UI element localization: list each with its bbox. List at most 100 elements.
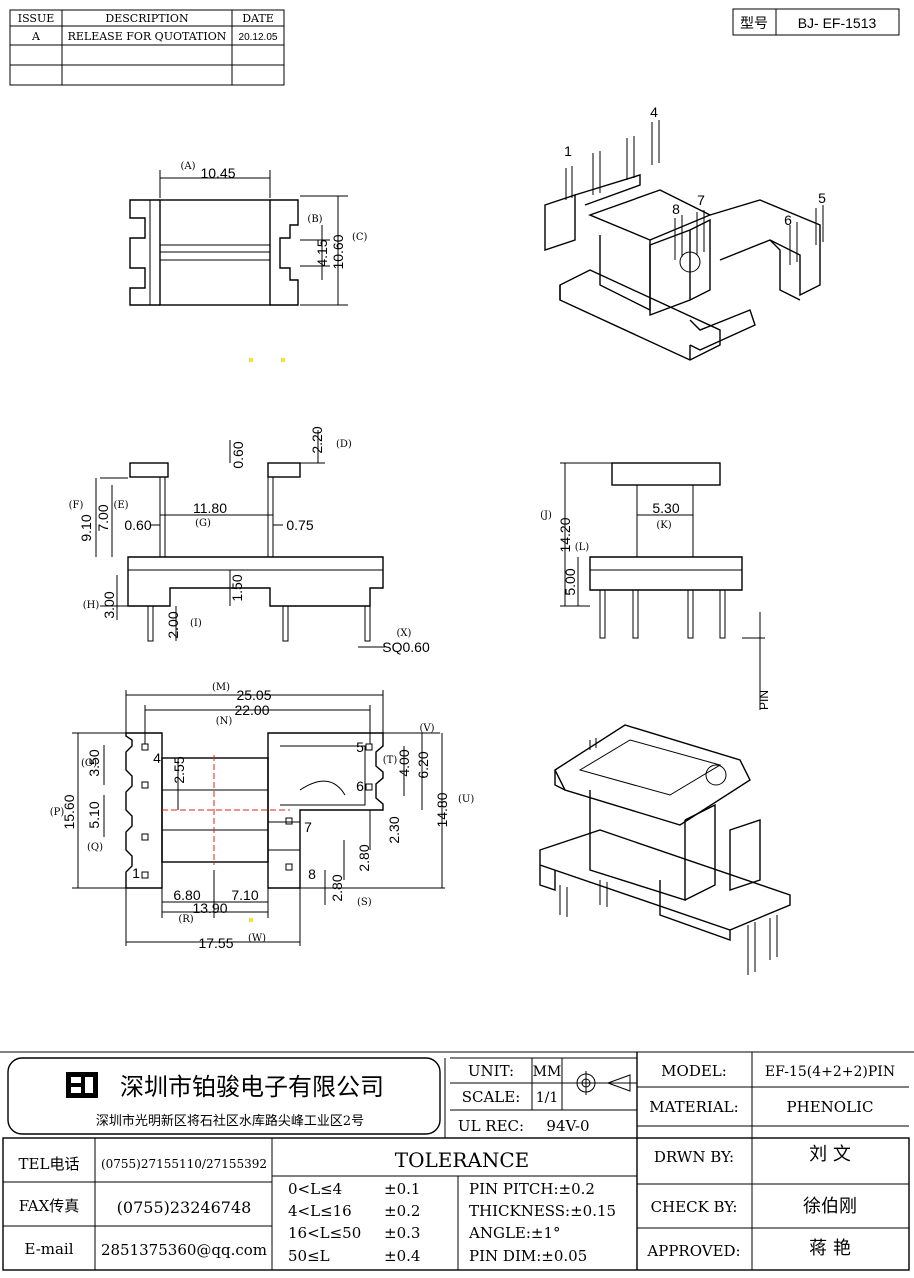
side-dim-14.20: 14.20 bbox=[557, 517, 573, 552]
bottom-dim-2.55: 2.55 bbox=[171, 756, 187, 783]
check-value: 徐伯刚 bbox=[803, 1196, 857, 1217]
front-dim-2.20: 2.20 bbox=[309, 426, 325, 453]
top-dim-a: 10.45 bbox=[200, 165, 235, 181]
side-tag-j: (J) bbox=[540, 510, 552, 521]
tol-range-4: 50≤L bbox=[288, 1247, 330, 1265]
top-view: 10.45 (A) 4.15 (B) 10.60 (C) bbox=[129, 161, 368, 362]
bottom-tag-t: (T) bbox=[383, 755, 398, 766]
rev-cell-date: 20.12.05 bbox=[239, 32, 278, 43]
bottom-tag-r: (R) bbox=[178, 914, 193, 925]
projection-symbol-icon bbox=[574, 1071, 636, 1095]
ul-value: 94V-0 bbox=[546, 1117, 589, 1135]
pin-pitch: PIN PITCH:±0.2 bbox=[469, 1180, 595, 1198]
bottom-dim-3.50: 3.50 bbox=[86, 749, 102, 776]
iso-pin-6: 6 bbox=[784, 212, 792, 228]
rev-header-description: DESCRIPTION bbox=[105, 12, 189, 25]
company-logo-icon bbox=[66, 1072, 98, 1098]
tol-range-1: 0<L≤4 bbox=[288, 1180, 342, 1198]
model-label: MODEL: bbox=[661, 1062, 727, 1080]
title-block: 深圳市铂骏电子有限公司 深圳市光明新区将石社区水库路尖峰工业区2号 UNIT: … bbox=[2, 1052, 910, 1271]
scale-label: SCALE: bbox=[462, 1088, 521, 1106]
tol-value-2: ±0.2 bbox=[384, 1202, 420, 1220]
bottom-pin-4: 4 bbox=[153, 750, 161, 766]
material-value: PHENOLIC bbox=[787, 1098, 874, 1116]
iso-pin-5: 5 bbox=[818, 190, 826, 206]
bottom-tag-n: (N) bbox=[216, 716, 233, 727]
unit-value: MM bbox=[533, 1064, 562, 1080]
isometric-view-top: 1 4 8 7 5 6 bbox=[544, 104, 826, 361]
bottom-view: 4 5 6 7 1 8 25.05 (M) 22.00 (N) 15.60 (P… bbox=[50, 682, 475, 951]
rev-cell-description: RELEASE FOR QUOTATION bbox=[68, 30, 227, 43]
bottom-dim-7.10: 7.10 bbox=[231, 887, 258, 903]
tel-value: (0755)27155110/27155392 bbox=[101, 1157, 267, 1171]
bottom-tag-o: (O) bbox=[81, 758, 97, 769]
front-dim-0.75: 0.75 bbox=[286, 517, 313, 533]
ul-label: UL REC: bbox=[458, 1117, 524, 1135]
front-tag-d: (D) bbox=[336, 439, 352, 450]
angle: ANGLE:±1° bbox=[468, 1224, 561, 1242]
front-tag-x: (X) bbox=[397, 628, 412, 639]
check-label: CHECK BY: bbox=[651, 1198, 738, 1216]
tol-value-1: ±0.1 bbox=[384, 1180, 420, 1198]
bottom-dim-2.30: 2.30 bbox=[386, 816, 402, 843]
isometric-view-bottom bbox=[539, 724, 791, 975]
bottom-pin-7: 7 bbox=[304, 819, 312, 835]
revision-table: ISSUE DESCRIPTION DATE A RELEASE FOR QUO… bbox=[9, 9, 285, 86]
company-address: 深圳市光明新区将石社区水库路尖峰工业区2号 bbox=[96, 1113, 364, 1129]
front-tag-i: (I) bbox=[190, 618, 202, 629]
tol-value-3: ±0.3 bbox=[384, 1224, 420, 1242]
approved-label: APPROVED: bbox=[646, 1242, 740, 1260]
side-view: 14.20 (J) 5.30 (K) 5.00 (L) PIN bbox=[540, 462, 771, 710]
fax-label: FAX传真 bbox=[19, 1197, 80, 1215]
side-pin-note: PIN bbox=[757, 690, 771, 710]
email-value: 2851375360@qq.com bbox=[101, 1241, 267, 1259]
bottom-tag-m: (M) bbox=[212, 682, 230, 693]
iso-pin-8: 8 bbox=[672, 201, 680, 217]
tol-range-3: 16<L≤50 bbox=[288, 1224, 361, 1242]
front-dim-2.00: 2.00 bbox=[165, 611, 181, 638]
front-tag-f: (F) bbox=[69, 500, 84, 511]
front-dim-3.00: 3.00 bbox=[101, 591, 117, 618]
bottom-tag-w: (W) bbox=[248, 933, 266, 944]
drawn-label: DRWN BY: bbox=[654, 1148, 734, 1166]
material-label: MATERIAL: bbox=[649, 1098, 738, 1116]
unit-label: UNIT: bbox=[468, 1062, 514, 1080]
scale-value: 1/1 bbox=[536, 1090, 559, 1106]
bottom-pin-8: 8 bbox=[308, 866, 316, 882]
pin-dim: PIN DIM:±0.05 bbox=[469, 1247, 587, 1265]
top-dim-b: 4.15 bbox=[314, 239, 330, 266]
top-tag-b: (B) bbox=[307, 214, 322, 225]
front-dim-9.10: 9.10 bbox=[78, 514, 94, 541]
front-dim-7.00: 7.00 bbox=[95, 504, 111, 531]
bottom-dim-6.20: 6.20 bbox=[415, 751, 431, 778]
bottom-dim-15.60: 15.60 bbox=[61, 794, 77, 829]
front-view: 9.10 (F) 7.00 (E) 11.80 (G) 0.60 0.75 0.… bbox=[69, 426, 430, 655]
front-dim-sq: SQ0.60 bbox=[382, 639, 430, 655]
top-tag-a: (A) bbox=[180, 161, 195, 172]
top-tag-c: (C) bbox=[352, 232, 368, 243]
side-tag-l: (L) bbox=[575, 542, 590, 553]
front-dim-11.80: 11.80 bbox=[193, 500, 227, 516]
bottom-dim-2.80: 2.80 bbox=[356, 844, 372, 871]
rev-header-date: DATE bbox=[242, 12, 274, 25]
bottom-pin-1: 1 bbox=[132, 865, 140, 881]
approved-value: 蒋 艳 bbox=[809, 1238, 851, 1259]
model-code-label: 型号 bbox=[740, 16, 768, 32]
rev-cell-issue: A bbox=[31, 30, 41, 43]
rev-header-issue: ISSUE bbox=[18, 12, 55, 25]
side-dim-5.00: 5.00 bbox=[562, 568, 578, 595]
front-dim-1.50: 1.50 bbox=[229, 574, 245, 601]
top-dim-c: 10.60 bbox=[330, 234, 346, 269]
tol-value-4: ±0.4 bbox=[384, 1247, 420, 1265]
bottom-dim-13.90: 13.90 bbox=[192, 900, 227, 916]
drawn-value: 刘 文 bbox=[809, 1144, 851, 1165]
email-label: E-mail bbox=[24, 1240, 73, 1258]
bottom-dim-6.80: 6.80 bbox=[173, 887, 200, 903]
bottom-dim-22.00: 22.00 bbox=[234, 702, 269, 718]
tolerance-title: TOLERANCE bbox=[395, 1148, 530, 1172]
bottom-dim-25.05: 25.05 bbox=[236, 687, 271, 703]
front-tag-e: (E) bbox=[113, 500, 128, 511]
model-code-value: BJ- EF-1513 bbox=[798, 15, 877, 31]
iso-pin-4: 4 bbox=[650, 104, 658, 120]
model-code-box: 型号 BJ- EF-1513 bbox=[732, 8, 900, 36]
